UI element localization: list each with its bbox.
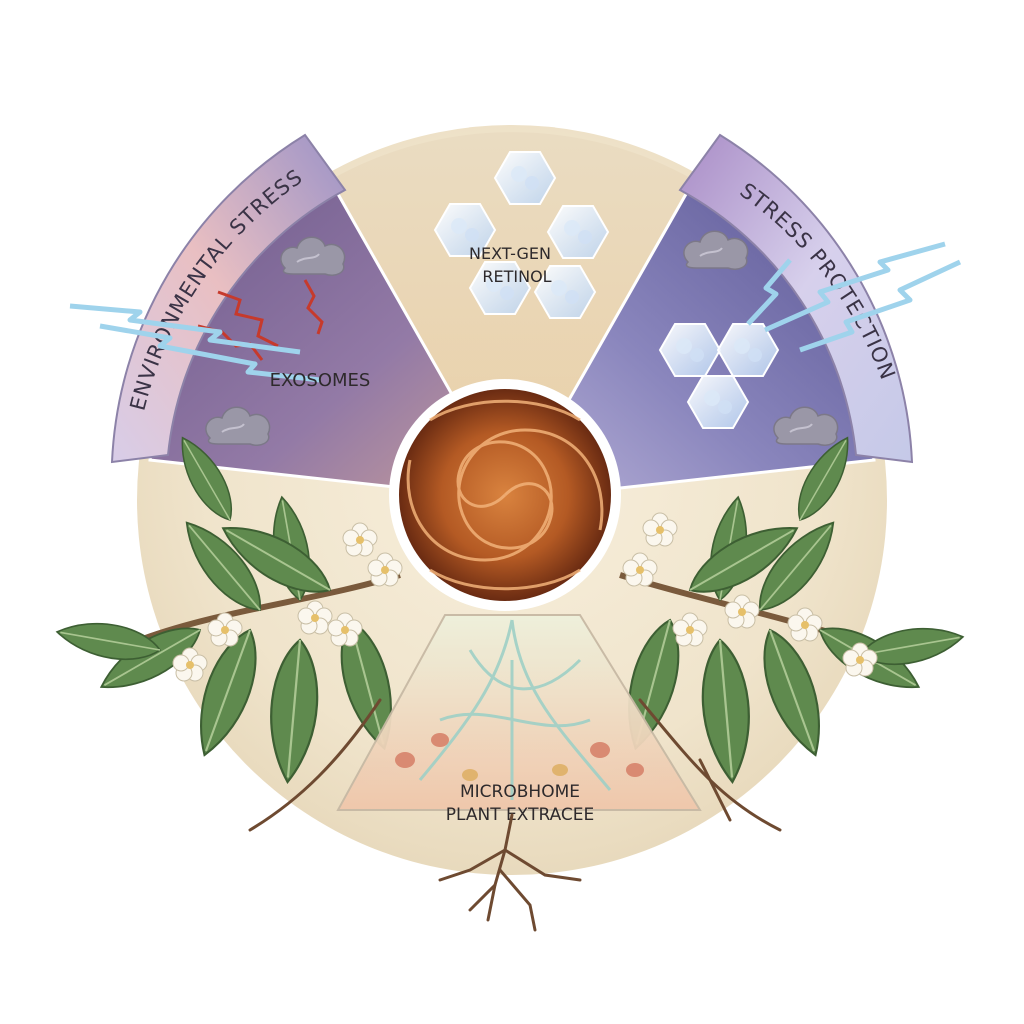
lightning-icon: [69, 241, 962, 383]
center-core: [389, 379, 621, 611]
bottom-segment-label-line1: MICROBHOME: [460, 782, 580, 802]
mycelium-network: [418, 619, 612, 800]
top-segment-label-line1: NEXT-GEN: [469, 244, 551, 263]
skin-layer-cells: [395, 733, 644, 781]
root-icon: [248, 698, 782, 932]
bottom-segment: MICROBHOME PLANT EXTRACEE: [336, 614, 702, 825]
top-segment-label-line2: RETINOL: [482, 267, 551, 286]
right-arc-band: [678, 133, 914, 464]
left-segment-label: EXOSOMES: [270, 370, 371, 391]
botanical-right: [614, 429, 967, 786]
bottom-segment-label-line2: PLANT EXTRACEE: [446, 805, 595, 825]
left-arc-band: [110, 133, 347, 464]
botanical-left: [53, 429, 406, 786]
